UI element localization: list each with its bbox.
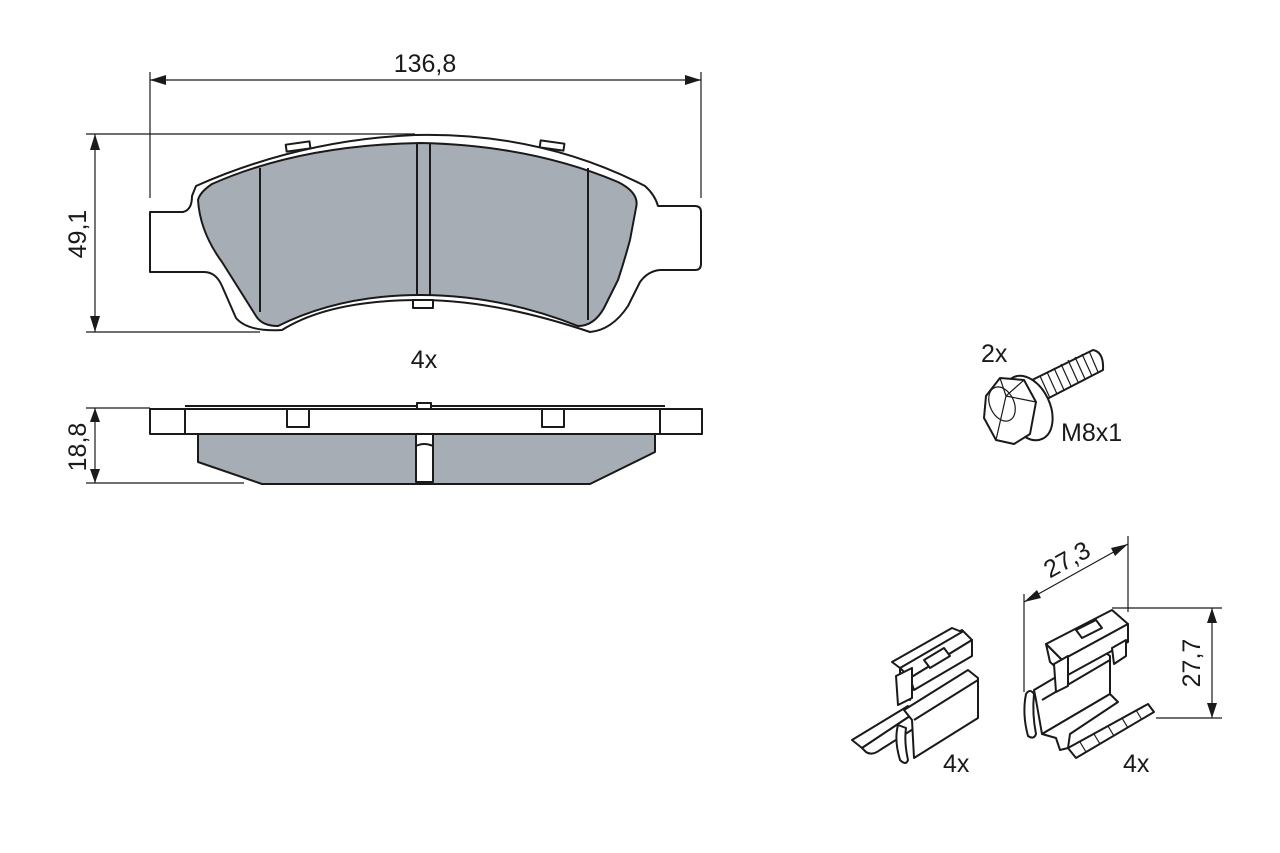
side-friction-material (197, 433, 656, 485)
thickness-label: 18,8 (64, 423, 92, 472)
clip-b (1023, 609, 1155, 759)
wear-indicator-tab (412, 299, 434, 309)
brake-pad-front-view (149, 133, 702, 333)
bolt-thread-label: M8x1 (1061, 419, 1122, 447)
tab-left (284, 140, 312, 153)
clip-height-label: 27,7 (1178, 639, 1206, 688)
clip-a (851, 627, 979, 764)
dimension-thickness: 18,8 (64, 407, 244, 484)
tab-right (538, 139, 566, 152)
clip-b-quantity: 4x (1123, 750, 1150, 778)
dimension-height: 49,1 (64, 133, 415, 333)
clip-width-label: 27,3 (1039, 536, 1095, 584)
bolt-quantity: 2x (981, 340, 1008, 368)
side-tab-right (541, 408, 565, 428)
clip-a-quantity: 4x (943, 750, 970, 778)
pad-quantity: 4x (411, 346, 438, 374)
bolt (983, 349, 1105, 445)
width-label: 136,8 (394, 50, 457, 78)
dimension-width: 136,8 (149, 50, 702, 198)
side-backing-plate (149, 408, 703, 435)
brake-pad-side-view (149, 402, 703, 485)
dimension-clip-height: 27,7 (1112, 607, 1222, 719)
height-label: 49,1 (64, 210, 92, 259)
side-tab-left (286, 408, 310, 428)
